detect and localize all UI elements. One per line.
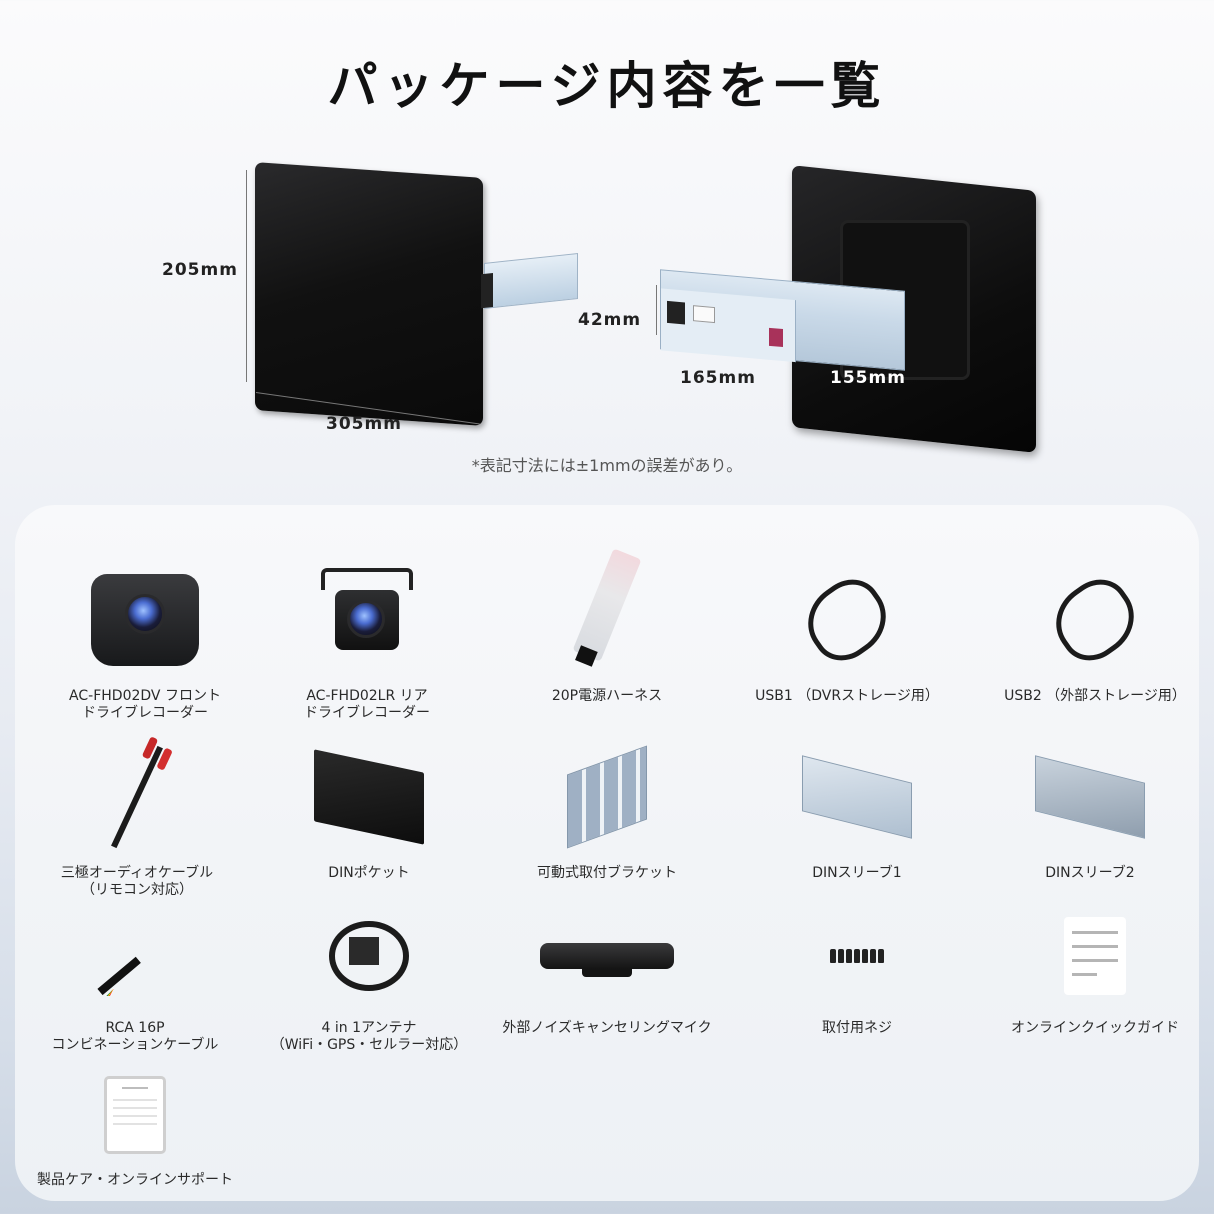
item-usb1-cable: USB1 （DVRストレージ用）: [727, 560, 967, 705]
item-front-dashcam: AC-FHD02DV フロント ドライブレコーダー: [25, 560, 265, 722]
din-pocket-icon: [314, 749, 424, 845]
width-dimension-label: 305mm: [326, 414, 402, 434]
page-title: パッケージ内容を一覧: [327, 57, 887, 115]
usb-cable-icon: [793, 567, 901, 673]
package-contents-panel: AC-FHD02DV フロント ドライブレコーダー AC-FHD02LR リア …: [15, 505, 1199, 1201]
dimension-diagram: 205mm 305mm 42mm 165mm 155mm: [0, 160, 1214, 460]
item-din-sleeve-2: DINスリーブ2: [970, 737, 1210, 882]
chassis-side-image: [481, 253, 578, 309]
usb-cable-icon: [1041, 567, 1149, 673]
item-bracket: 可動式取付ブラケット: [487, 737, 727, 882]
quick-guide-icon: [1064, 917, 1126, 995]
din-sleeve-icon: [1035, 755, 1145, 839]
microphone-icon: [540, 943, 674, 977]
height-dimension-line: [246, 170, 247, 382]
support-card-icon: [104, 1076, 166, 1154]
screen-depth-label: 155mm: [830, 368, 906, 388]
item-support-card: 製品ケア・オンラインサポート: [15, 1070, 255, 1189]
item-usb2-cable: USB2 （外部ストレージ用）: [975, 560, 1214, 705]
item-din-pocket: DINポケット: [249, 737, 489, 882]
rear-dashcam-icon: [321, 568, 413, 650]
item-din-sleeve-1: DINスリーブ1: [737, 737, 977, 882]
power-harness-icon: [572, 548, 642, 662]
screws-icon: [830, 949, 884, 963]
item-rear-dashcam: AC-FHD02LR リア ドライブレコーダー: [247, 560, 487, 722]
head-unit-front-image: [255, 162, 483, 426]
audio-cable-icon: [111, 745, 163, 849]
chassis-height-label: 42mm: [578, 310, 642, 330]
item-audio-cable: 三極オーディオケーブル （リモコン対応）: [17, 737, 257, 899]
din-sleeve-icon: [802, 755, 912, 839]
tolerance-note: *表記寸法には±1mmの誤差があり。: [471, 456, 743, 475]
item-power-harness: 20P電源ハーネス: [487, 530, 727, 705]
item-quick-guide: オンラインクイックガイド: [975, 900, 1214, 1037]
item-antenna: 4 in 1アンテナ （WiFi・GPS・セルラー対応）: [249, 900, 489, 1054]
bracket-icon: [567, 745, 647, 849]
antenna-icon: [329, 921, 409, 991]
rca-cable-icon: [100, 916, 170, 996]
chassis-depth-label: 165mm: [680, 368, 756, 388]
item-microphone: 外部ノイズキャンセリングマイク: [487, 900, 727, 1037]
item-screws: 取付用ネジ: [737, 900, 977, 1037]
height-dimension-label: 205mm: [162, 260, 238, 280]
item-rca-cable: RCA 16P コンビネーションケーブル: [15, 900, 255, 1054]
front-dashcam-icon: [91, 574, 199, 666]
chassis-height-dimension-line: [656, 285, 657, 335]
